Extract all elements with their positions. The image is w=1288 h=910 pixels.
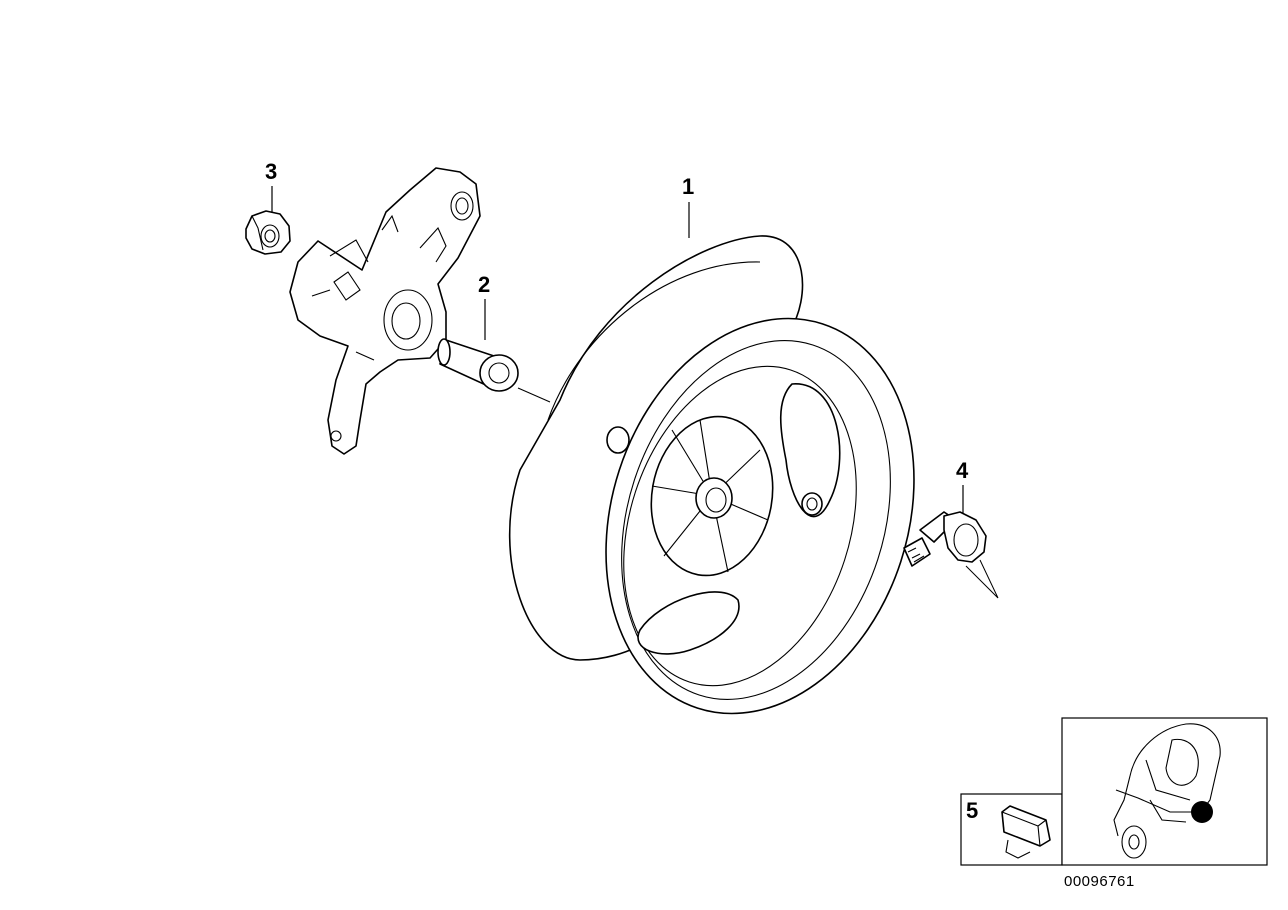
- valve-leader-v: [965, 559, 999, 599]
- callout-label-1: 1: [682, 174, 694, 199]
- callout-label-2: 2: [478, 272, 490, 297]
- tire-valve-part-4: [903, 511, 987, 567]
- scooter-icon: [1113, 723, 1221, 859]
- inset-box-vehicle: [1061, 717, 1268, 866]
- wheel-rim-part-1: [508, 235, 915, 715]
- document-number: 00096761: [1064, 873, 1135, 890]
- flange-nut-part-3: [245, 210, 291, 255]
- location-marker: [1191, 801, 1213, 823]
- spacer-sleeve-part-2: [437, 338, 519, 392]
- callout-2: 2: [478, 272, 490, 340]
- callout-3: 3: [265, 159, 277, 212]
- inset-part-5: 5: [960, 793, 1063, 866]
- brake-bracket: [289, 167, 481, 455]
- inset-vehicle-location: [1061, 717, 1268, 866]
- clip-part-5-icon: [1001, 805, 1051, 859]
- callout-1: 1: [682, 174, 694, 238]
- callout-4: 4: [956, 458, 969, 514]
- callout-label-4: 4: [956, 458, 969, 483]
- axle-axis-line: [517, 387, 551, 403]
- callout-label-5: 5: [966, 798, 978, 823]
- callout-label-3: 3: [265, 159, 277, 184]
